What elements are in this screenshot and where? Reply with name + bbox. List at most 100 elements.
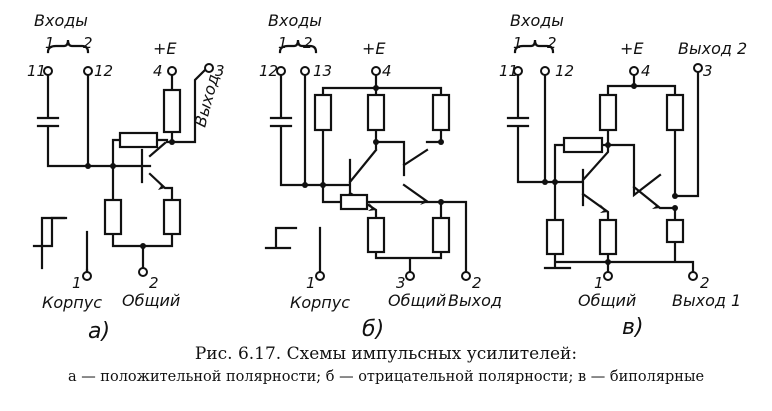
resistor-r5-b (431, 216, 451, 254)
resistor-collector-a (162, 88, 182, 134)
sublabel-a: а) (88, 319, 110, 344)
output1-label-v: Выход 1 (672, 291, 741, 310)
pin-4-label-a: 4 (153, 62, 163, 80)
terminal-1-a (82, 271, 92, 281)
terminal-12-v (540, 66, 550, 76)
emitter-arrow-b1 (368, 202, 376, 211)
pin-11-label-a: 11 (27, 62, 46, 80)
node-v2 (552, 179, 558, 185)
case-label-b: Корпус (290, 293, 350, 312)
sublabel-v: в) (622, 315, 644, 340)
inputs-brace-b (278, 39, 318, 54)
input-1-label-v: 1 (513, 34, 523, 52)
terminal-4-v (629, 66, 639, 76)
pin-12-label-v: 12 (555, 62, 574, 80)
resistor-r1-v (598, 93, 618, 132)
inputs-title-b: Входы (268, 11, 322, 30)
caption-title: Рис. 6.17. Схемы импульсных усилителей: (194, 344, 578, 364)
pin-12-label-a: 12 (94, 62, 113, 80)
resistor-r4-b (366, 216, 386, 254)
resistor-r4-v (598, 218, 618, 256)
input-2-label-a: 2 (83, 34, 93, 52)
pin-4-label-b: 4 (382, 62, 392, 80)
terminal-12-a (83, 66, 93, 76)
terminal-11-a (43, 66, 53, 76)
circuit-v: Входы 1 2 11 12 +E 4 Выход 2 3 1 2 О (499, 11, 747, 340)
resistor-feedback-v (562, 136, 604, 154)
input-1-label-a: 1 (45, 34, 55, 52)
node-v7 (672, 193, 678, 199)
supply-label-a: +E (153, 39, 177, 58)
node-b4 (438, 139, 444, 145)
pin-2-label-v: 2 (700, 274, 710, 292)
sublabel-b: б) (362, 317, 384, 342)
node-b2 (320, 182, 326, 188)
terminal-2-v (688, 271, 698, 281)
resistor-r2-v (665, 93, 685, 132)
node-a2 (110, 163, 116, 169)
pin-12-label-b: 12 (259, 62, 278, 80)
terminal-13-b (300, 66, 310, 76)
terminal-12-b (276, 66, 286, 76)
terminal-4-a (167, 66, 177, 76)
resistor-r3-b (431, 93, 451, 132)
terminal-1-v (603, 271, 613, 281)
supply-label-v: +E (620, 39, 644, 58)
node-b5 (438, 199, 444, 205)
pin-1-label-b: 1 (306, 274, 316, 292)
pin-1-label-a: 1 (72, 274, 82, 292)
terminal-3-v (693, 63, 703, 73)
inputs-brace-v (513, 39, 555, 54)
supply-label-b: +E (362, 39, 386, 58)
input-2-label-b: 2 (303, 34, 313, 52)
terminal-4-b (371, 66, 381, 76)
inputs-brace-a (46, 39, 90, 54)
case-label-a: Корпус (42, 293, 102, 312)
inputs-title-v: Входы (510, 11, 564, 30)
pin-3-label-b: 3 (396, 274, 406, 292)
resistor-r3-v (545, 218, 565, 256)
input-1-label-b: 1 (278, 34, 288, 52)
terminal-1-b (315, 271, 325, 281)
node-b1 (302, 182, 308, 188)
terminal-3-a (204, 63, 214, 73)
common-label-b: Общий (388, 291, 446, 310)
ground-symbol-a (32, 216, 68, 248)
resistor-base-a (103, 198, 123, 236)
node-b3 (373, 139, 379, 145)
terminal-11-v (513, 66, 523, 76)
terminal-2-a (138, 267, 148, 277)
emitter-arrow-b2 (420, 196, 428, 205)
pin-2-label-b: 2 (472, 274, 482, 292)
node-a1 (85, 163, 91, 169)
pin-3-label-a: 3 (215, 62, 225, 80)
circuit-a: Входы 1 2 11 12 +E 4 3 Выход 1 2 Корпус (27, 11, 225, 344)
node-v3 (605, 142, 611, 148)
resistor-r1-b (313, 93, 333, 132)
pin-2-label-a: 2 (149, 274, 159, 292)
resistor-r5-v (665, 218, 685, 244)
resistor-feedback-b (339, 193, 369, 211)
circuit-b: Входы 1 2 12 13 +E 4 1 3 2 Корпус Общий (259, 11, 502, 342)
figure-caption: Рис. 6.17. Схемы импульсных усилителей: … (0, 342, 772, 388)
pin-4-label-v: 4 (641, 62, 651, 80)
pin-1-label-v: 1 (594, 274, 604, 292)
inputs-title-a: Входы (34, 11, 88, 30)
node-v5 (605, 259, 611, 265)
common-label-v: Общий (578, 291, 636, 310)
output2-label-v: Выход 2 (678, 39, 747, 58)
node-a4 (140, 243, 146, 249)
emitter-arrow-v2 (652, 201, 660, 209)
node-v1 (542, 179, 548, 185)
pin-3-label-v: 3 (703, 62, 713, 80)
caption-legend: а — положительной полярности; б — отрица… (67, 369, 705, 385)
terminal-2-b (461, 271, 471, 281)
terminal-3-b (405, 271, 415, 281)
node-v4 (631, 83, 637, 89)
pin-13-label-b: 13 (313, 62, 332, 80)
resistor-feedback-a (118, 131, 159, 149)
common-label-a: Общий (122, 291, 180, 310)
node-b6 (373, 85, 379, 91)
node-a3 (169, 139, 175, 145)
